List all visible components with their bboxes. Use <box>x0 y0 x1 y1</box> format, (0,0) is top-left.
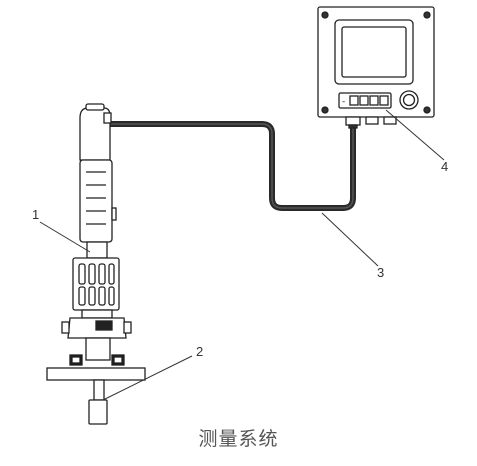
svg-text:-: - <box>342 97 345 107</box>
key-1 <box>349 95 359 106</box>
cable-gland-3 <box>383 116 397 125</box>
display-screen <box>341 26 407 78</box>
key-2 <box>359 95 369 106</box>
screw-top-left <box>321 11 329 19</box>
cable-gland-2 <box>365 116 379 125</box>
sensor-probe <box>46 103 146 425</box>
key-3 <box>369 95 379 106</box>
leader-line-2 <box>102 355 193 401</box>
screw-top-right <box>423 11 431 19</box>
callout-4: 4 <box>441 159 448 174</box>
callout-2: 2 <box>196 344 203 359</box>
sensor-cable <box>108 120 356 211</box>
callout-1: 1 <box>32 207 39 222</box>
transmitter-unit: - <box>317 6 435 129</box>
screw-bottom-right <box>423 106 431 114</box>
cable-gland-1 <box>345 116 361 126</box>
sensor-tip <box>88 399 108 425</box>
leader-line-4 <box>385 109 445 161</box>
flange-plate <box>46 367 146 381</box>
leader-line-3 <box>321 212 379 267</box>
callout-3: 3 <box>377 265 384 280</box>
screw-bottom-left <box>321 106 329 114</box>
leader-line-1 <box>39 221 91 253</box>
figure-caption: 测量系统 <box>198 428 279 450</box>
key-4 <box>379 95 389 106</box>
